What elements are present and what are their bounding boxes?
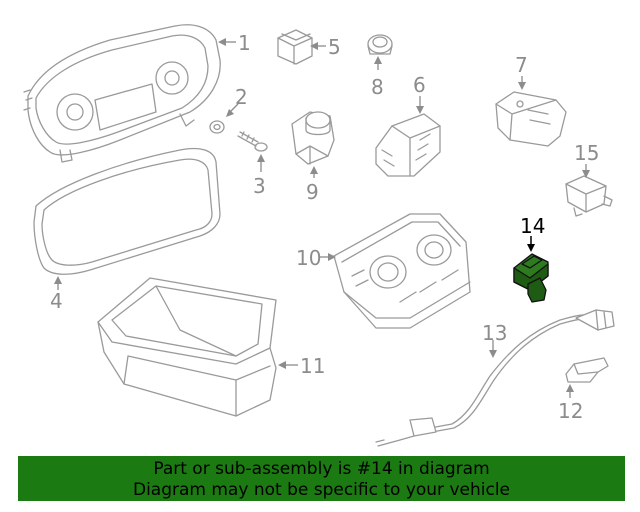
callout-14: 14 [520, 214, 545, 238]
callout-8: 8 [371, 75, 384, 99]
banner-line-2: Diagram may not be specific to your vehi… [132, 480, 510, 500]
sensor [565, 175, 613, 217]
rotary-switch [291, 111, 335, 165]
notice-banner: Part or sub-assembly is #14 in diagram D… [18, 456, 625, 501]
callout-4: 4 [50, 289, 63, 313]
switch [277, 29, 313, 65]
banner-line-1: Part or sub-assembly is #14 in diagram [153, 459, 490, 479]
callout-10: 10 [296, 246, 321, 270]
callout-13: 13 [482, 321, 507, 345]
washer [209, 120, 225, 134]
callout-11: 11 [300, 354, 325, 378]
push-button [367, 34, 393, 55]
callout-3: 3 [253, 174, 266, 198]
callout-2: 2 [235, 85, 248, 109]
callout-15: 15 [574, 141, 599, 165]
usb-port-highlighted [513, 253, 549, 303]
callout-9: 9 [306, 180, 319, 204]
instrument-cluster [23, 24, 221, 163]
parts-diagram: 1 2 3 4 5 6 [23, 24, 615, 447]
clip [565, 357, 609, 383]
callout-7: 7 [515, 53, 528, 77]
callout-12: 12 [558, 399, 583, 423]
control-module [375, 113, 441, 177]
callout-1: 1 [238, 31, 251, 55]
cluster-lens [33, 147, 221, 275]
display-housing [97, 277, 277, 417]
cable [375, 309, 615, 447]
callout-6: 6 [413, 73, 426, 97]
climate-control-panel [333, 213, 471, 329]
electronic-module [495, 91, 567, 147]
screw [237, 131, 268, 152]
callout-5: 5 [328, 35, 341, 59]
